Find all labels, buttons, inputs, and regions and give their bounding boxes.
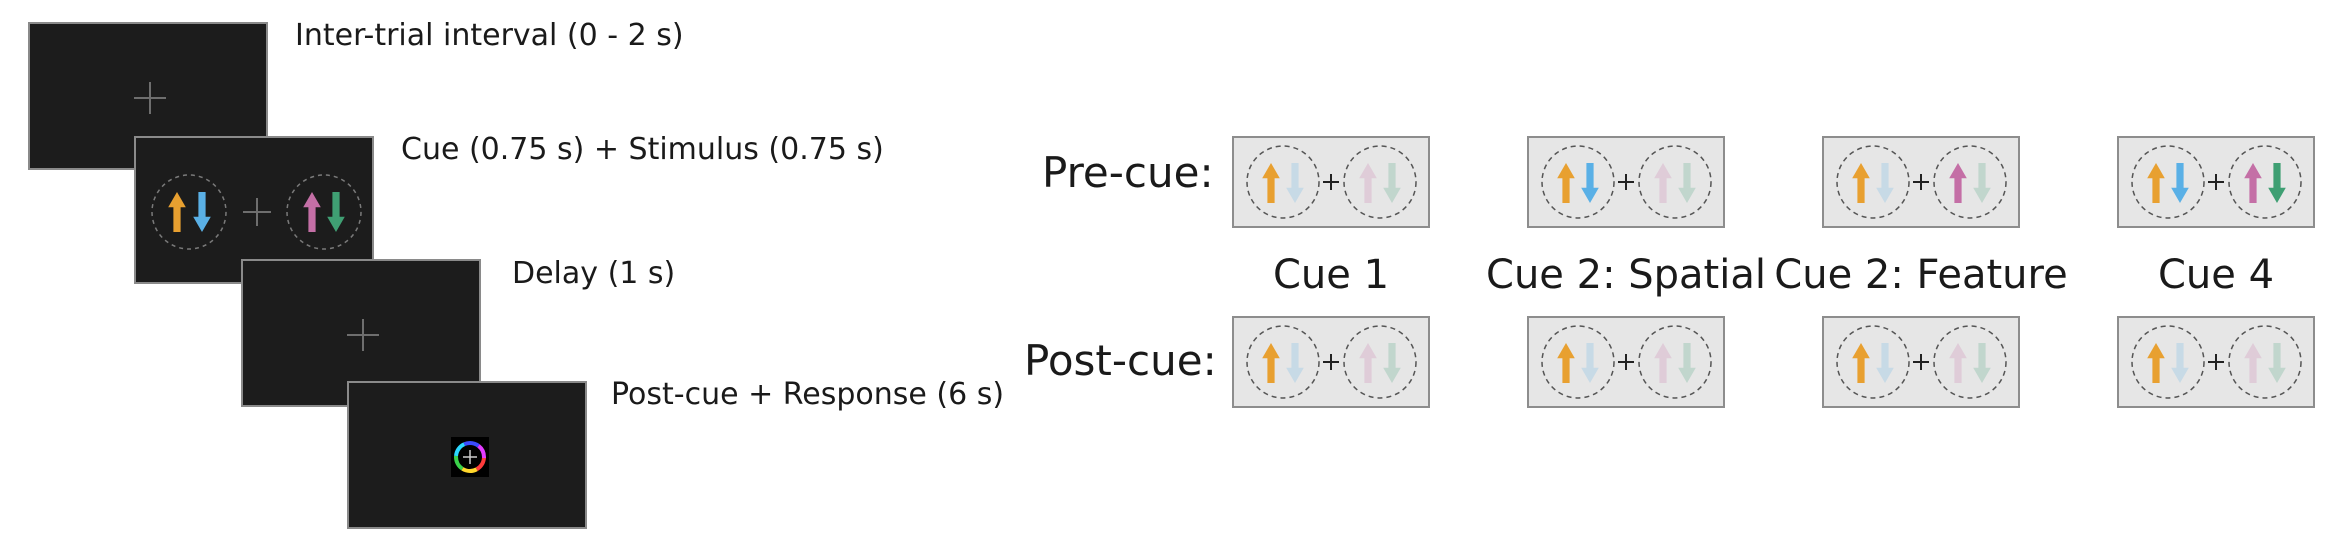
orange-up-arrow-icon — [1852, 163, 1870, 203]
green-down-arrow-icon — [1678, 343, 1696, 383]
left-aperture — [1836, 145, 1910, 219]
left-aperture — [2131, 145, 2205, 219]
fixation-cross-icon — [1323, 174, 1339, 190]
column-label-cue-2-feature: Cue 2: Feature — [1774, 252, 2068, 298]
right-aperture — [1638, 325, 1712, 399]
post-cue-panel-cue-4 — [2117, 316, 2315, 408]
left-aperture — [1246, 145, 1320, 219]
left-aperture — [1541, 145, 1615, 219]
pre-cue-panel-cue-2-spatial — [1527, 136, 1725, 228]
fixation-cross-icon — [2208, 174, 2224, 190]
left-aperture — [1836, 325, 1910, 399]
fixation-cross-icon — [134, 82, 166, 114]
orange-up-arrow-icon — [2147, 163, 2165, 203]
post-cue-panel-cue-2-feature — [1822, 316, 2020, 408]
fixation-cross-icon — [1913, 354, 1929, 370]
green-down-arrow-icon — [2268, 343, 2286, 383]
orange-up-arrow-icon — [1262, 163, 1280, 203]
right-aperture — [2228, 325, 2302, 399]
blue-down-arrow-icon — [1581, 343, 1599, 383]
blue-down-arrow-icon — [1581, 163, 1599, 203]
step-label-cue-stimulus: Cue (0.75 s) + Stimulus (0.75 s) — [401, 132, 884, 167]
fixation-cross-icon — [1618, 174, 1634, 190]
green-down-arrow-icon — [1678, 163, 1696, 203]
right-aperture — [1933, 145, 2007, 219]
blue-down-arrow-icon — [193, 192, 211, 232]
blue-down-arrow-icon — [1286, 163, 1304, 203]
post-cue-panel-cue-1 — [1232, 316, 1430, 408]
column-label-cue-2-spatial: Cue 2: Spatial — [1486, 252, 1766, 298]
blue-down-arrow-icon — [1876, 163, 1894, 203]
orange-up-arrow-icon — [168, 192, 186, 232]
orange-up-arrow-icon — [1557, 163, 1575, 203]
post-cue-panel-cue-2-spatial — [1527, 316, 1725, 408]
fixation-cross-icon — [347, 319, 379, 351]
left-aperture — [1246, 325, 1320, 399]
pink-up-arrow-icon — [1949, 343, 1967, 383]
pink-up-arrow-icon — [1654, 163, 1672, 203]
right-aperture — [1638, 145, 1712, 219]
pink-up-arrow-icon — [1359, 163, 1377, 203]
green-down-arrow-icon — [1383, 163, 1401, 203]
pre-cue-panel-cue-2-feature — [1822, 136, 2020, 228]
column-label-cue-1: Cue 1 — [1272, 252, 1390, 298]
screen-response — [347, 381, 587, 529]
fixation-cross-icon — [1618, 354, 1634, 370]
green-down-arrow-icon — [1973, 163, 1991, 203]
blue-down-arrow-icon — [1876, 343, 1894, 383]
stimulus-display — [151, 174, 362, 250]
left-aperture — [1541, 325, 1615, 399]
step-label-iti: Inter-trial interval (0 - 2 s) — [295, 18, 684, 53]
left-aperture — [2131, 325, 2205, 399]
step-label-response: Post-cue + Response (6 s) — [611, 377, 1005, 412]
left-aperture — [151, 174, 227, 250]
green-down-arrow-icon — [1973, 343, 1991, 383]
pink-up-arrow-icon — [2244, 343, 2262, 383]
right-aperture — [286, 174, 362, 250]
fixation-cross-icon — [1323, 354, 1339, 370]
pre-cue-panel-cue-4 — [2117, 136, 2315, 228]
pink-up-arrow-icon — [1359, 343, 1377, 383]
orange-up-arrow-icon — [1262, 343, 1280, 383]
fixation-cross-icon — [2208, 354, 2224, 370]
orange-up-arrow-icon — [1852, 343, 1870, 383]
orange-up-arrow-icon — [1557, 343, 1575, 383]
fixation-cross-icon — [243, 198, 271, 226]
orange-up-arrow-icon — [2147, 343, 2165, 383]
right-aperture — [2228, 145, 2302, 219]
blue-down-arrow-icon — [2171, 163, 2189, 203]
step-label-delay: Delay (1 s) — [512, 256, 676, 291]
pink-up-arrow-icon — [1949, 163, 1967, 203]
pink-up-arrow-icon — [2244, 163, 2262, 203]
pink-up-arrow-icon — [1654, 343, 1672, 383]
right-aperture — [1343, 145, 1417, 219]
pre-cue-panel-cue-1 — [1232, 136, 1430, 228]
column-label-cue-4: Cue 4 — [2157, 252, 2275, 298]
right-aperture — [1933, 325, 2007, 399]
color-wheel-icon — [451, 437, 489, 477]
green-down-arrow-icon — [327, 192, 345, 232]
green-down-arrow-icon — [1383, 343, 1401, 383]
fixation-cross-icon — [1913, 174, 1929, 190]
pink-up-arrow-icon — [303, 192, 321, 232]
blue-down-arrow-icon — [2171, 343, 2189, 383]
green-down-arrow-icon — [2268, 163, 2286, 203]
row-label-pre-cue: Pre-cue: — [1042, 148, 1214, 197]
right-aperture — [1343, 325, 1417, 399]
blue-down-arrow-icon — [1286, 343, 1304, 383]
row-label-post-cue: Post-cue: — [1024, 336, 1217, 385]
